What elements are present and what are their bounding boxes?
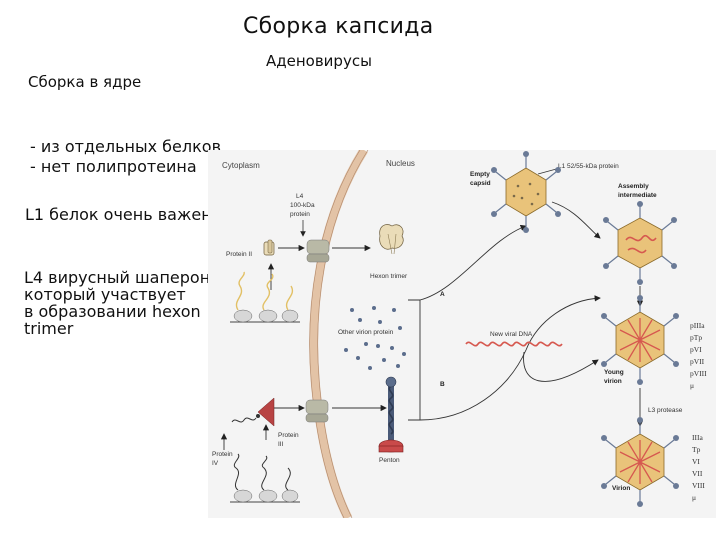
young-virion-label: Young virion [604,369,624,385]
svg-text:pVIII: pVIII [690,369,707,378]
svg-text:VI: VI [692,457,700,466]
note-l4-line-3: в образовании hexon [24,302,201,321]
empty-capsid-label: Empty capsid [470,171,491,187]
protein-iv-label: Protein IV [212,451,233,467]
other-virion-proteins [344,306,406,370]
note-l1-important: L1 белок очень важен [25,205,212,224]
assembly-intermediate-label: Assembly intermediate [618,183,657,199]
nucleus-assembly-heading: Сборка в ядре [28,73,142,91]
penton-icon [378,376,404,453]
new-viral-dna [465,341,563,347]
protein-ii-label: Protein II [226,251,252,258]
virion-label: Virion [612,485,630,492]
l1-protein-label: L1 52/55-kDa protein [558,163,619,170]
ribosome-mrna-bottom [230,453,300,503]
protein-iii-icon [257,397,275,427]
svg-text:VIII: VIII [692,481,705,490]
assembly-intermediate-icon [603,201,677,285]
figure-canvas: Cytoplasm Nucleus L4 100-kDa protein Pro… [212,150,707,518]
svg-text:virion: virion [604,378,622,385]
svg-text:μ: μ [692,493,696,502]
nuclear-envelope [309,150,369,518]
protein-ii-icon [263,239,275,256]
svg-text:VII: VII [692,469,703,478]
svg-text:pIIIa: pIIIa [690,321,705,330]
svg-text:L4: L4 [296,193,304,200]
other-virion-protein-label: Other virion protein [338,329,394,336]
note-l4-line-1: L4 вирусный шаперон, [24,268,216,287]
hexon-trimer-label: Hexon trimer [370,273,408,280]
capsid-assembly-figure: Cytoplasm Nucleus L4 100-kDa protein Pro… [208,150,716,518]
svg-text:μ: μ [690,381,694,390]
bullet-no-polyprotein: - нет полипротеина [30,157,197,176]
protein-iii-label: Protein III [278,432,299,448]
slide-subtitle: Аденовирусы [266,52,372,70]
cytoplasm-label: Cytoplasm [222,161,260,170]
svg-text:pVII: pVII [690,357,705,366]
svg-text:IV: IV [212,460,219,467]
svg-text:Protein: Protein [278,432,299,439]
path-a-label: A [440,291,445,298]
svg-text:Young: Young [604,369,624,376]
svg-text:III: III [278,441,284,448]
svg-text:100-kDa: 100-kDa [290,202,315,209]
young-virion-protein-list: pIIIa pTp pVI pVII pVIII μ [690,321,707,390]
empty-capsid-icon [491,151,561,233]
l4-protein-label: L4 100-kDa protein [290,193,315,218]
note-l4-chaperone: L4 вирусный шаперон, который участвует в… [24,269,234,337]
penton-label: Penton [379,457,400,464]
ribosome-mrna-top [230,271,300,323]
nuclear-pore-top [306,239,330,263]
path-b-label: B [440,381,445,388]
nuclear-pore-bottom [305,399,329,423]
hexon-trimer-icon [379,224,404,255]
svg-text:capsid: capsid [470,180,491,187]
protein-iv-fibre [231,414,260,423]
bullet-separate-proteins: - из отдельных белков [30,137,221,156]
note-l4-line-2: который участвует [24,285,186,304]
mature-virion-protein-list: IIIa Tp VI VII VIII μ [692,433,705,502]
l3-protease-label: L3 protease [648,407,683,414]
svg-text:Empty: Empty [470,171,490,178]
virion-icon [601,417,679,507]
note-l4-line-4: trimer [24,319,74,338]
svg-text:Assembly: Assembly [618,183,649,190]
svg-text:IIIa: IIIa [692,433,703,442]
svg-text:Protein: Protein [212,451,233,458]
svg-text:Tp: Tp [692,445,701,454]
svg-text:pVI: pVI [690,345,702,354]
svg-text:protein: protein [290,211,310,218]
young-virion-icon [601,295,679,385]
svg-text:pTp: pTp [690,333,702,342]
new-viral-dna-label: New viral DNA [490,331,533,338]
slide-title: Сборка капсида [243,14,434,39]
nucleus-label: Nucleus [386,159,415,168]
svg-text:intermediate: intermediate [618,192,657,199]
bullet-list: - из отдельных белков - нет полипротеина [30,137,221,177]
